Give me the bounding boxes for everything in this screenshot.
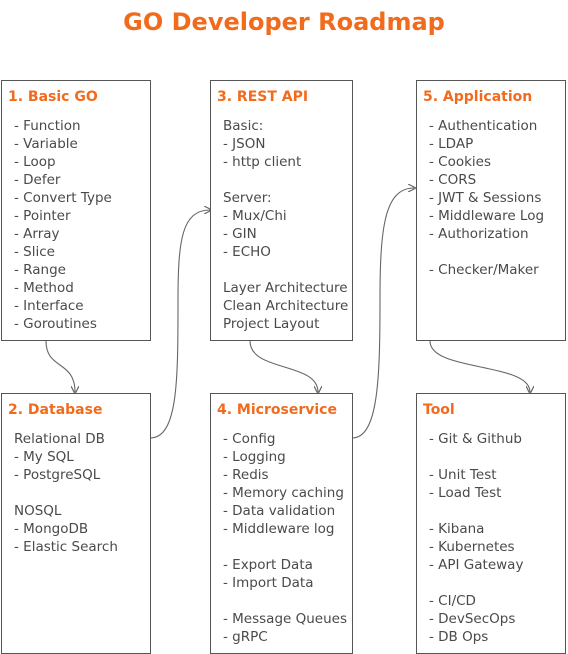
page-title: GO Developer Roadmap <box>123 8 445 36</box>
list-item: Server: <box>223 190 272 206</box>
arrow-microservice-to-application <box>351 188 414 439</box>
list-item: - Convert Type <box>14 190 112 206</box>
list-item: - Loop <box>14 154 56 170</box>
list-item: - Load Test <box>429 485 502 501</box>
list-item <box>429 502 523 520</box>
list-item: - CORS <box>429 172 477 188</box>
list-item <box>429 448 523 466</box>
list-item: - CI/CD <box>429 593 476 609</box>
list-item: Clean Architecture <box>223 298 349 314</box>
list-item: - Import Data <box>223 575 314 591</box>
list-item: Basic: <box>223 118 264 134</box>
box-title: 4. Microservice <box>217 402 337 418</box>
list-item: - Unit Test <box>429 467 497 483</box>
arrow-database-to-rest <box>149 210 210 439</box>
list-item: - Slice <box>14 244 55 260</box>
list-item: - Logging <box>223 449 286 465</box>
list-item: - Mux/Chi <box>223 208 287 224</box>
list-item: - Pointer <box>14 208 71 224</box>
list-item: - JSON <box>223 136 266 152</box>
box-list: - Function - Variable - Loop - Defer - Conve… <box>14 117 112 333</box>
list-item: - gRPC <box>223 629 268 645</box>
arrow-basic-to-database <box>45 340 75 392</box>
list-item <box>429 574 523 592</box>
list-item: - Authorization <box>429 226 529 242</box>
list-item: - DB Ops <box>429 629 489 645</box>
list-item: - Elastic Search <box>14 539 118 555</box>
list-item: NOSQL <box>14 503 62 519</box>
box-application: 5. Application - Authentication - LDAP - C… <box>416 80 566 341</box>
box-list: - Config - Logging - Redis - Memory caching… <box>223 430 347 646</box>
list-item: - Config <box>223 431 276 447</box>
list-item: - API Gateway <box>429 557 524 573</box>
list-item: - JWT & Sessions <box>429 190 542 206</box>
list-item: - Interface <box>14 298 84 314</box>
box-list: Relational DB - My SQL - PostgreSQL NOSQL - … <box>14 430 118 556</box>
box-title: 2. Database <box>8 402 103 418</box>
box-tool: Tool - Git & Github - Unit Test - Load Tes… <box>416 393 566 654</box>
list-item: - Middleware log <box>223 521 335 537</box>
list-item <box>223 171 348 189</box>
list-item: - http client <box>223 154 302 170</box>
list-item: Project Layout <box>223 316 320 332</box>
box-microservice: 4. Microservice - Config - Logging - Redis… <box>210 393 353 654</box>
list-item: - MongoDB <box>14 521 89 537</box>
list-item: - Export Data <box>223 557 313 573</box>
list-item: - Kibana <box>429 521 485 537</box>
list-item: - Method <box>14 280 74 296</box>
list-item <box>223 261 348 279</box>
list-item: - Cookies <box>429 154 492 170</box>
list-item: - Middleware Log <box>429 208 545 224</box>
list-item: - Variable <box>14 136 78 152</box>
list-item: - My SQL <box>14 449 74 465</box>
list-item: - Memory caching <box>223 485 344 501</box>
list-item: - LDAP <box>429 136 474 152</box>
list-item: - Defer <box>14 172 61 188</box>
box-title: 5. Application <box>423 89 533 105</box>
list-item: - ECHO <box>223 244 271 260</box>
arrow-application-to-tool <box>429 340 530 392</box>
list-item: - GIN <box>223 226 257 242</box>
list-item: - DevSecOps <box>429 611 516 627</box>
box-title: Tool <box>423 402 455 418</box>
box-database: 2. Database Relational DB - My SQL - Postg… <box>1 393 151 654</box>
list-item: - Git & Github <box>429 431 522 447</box>
list-item: Relational DB <box>14 431 105 447</box>
list-item <box>223 592 347 610</box>
list-item <box>223 538 347 556</box>
box-title: 3. REST API <box>217 89 309 105</box>
list-item: - Message Queues <box>223 611 348 627</box>
list-item: Layer Architecture <box>223 280 348 296</box>
list-item: - Data validation <box>223 503 336 519</box>
box-title: 1. Basic GO <box>8 89 98 105</box>
list-item: - Checker/Maker <box>429 262 539 278</box>
box-list: - Authentication - LDAP - Cookies - CORS - J… <box>429 117 544 279</box>
list-item <box>429 243 544 261</box>
list-item <box>14 484 118 502</box>
list-item: - Range <box>14 262 66 278</box>
list-item: - Function <box>14 118 81 134</box>
list-item: - Array <box>14 226 60 242</box>
list-item: - Redis <box>223 467 269 483</box>
list-item: - Authentication <box>429 118 538 134</box>
box-list: - Git & Github - Unit Test - Load Test - Ki… <box>429 430 523 646</box>
list-item: - Goroutines <box>14 316 97 332</box>
box-basic-go: 1. Basic GO - Function- Variable- Loop- … <box>1 80 151 341</box>
list-item: - Kubernetes <box>429 539 515 555</box>
arrow-rest-to-microservice <box>249 340 318 392</box>
list-item: - PostgreSQL <box>14 467 101 483</box>
